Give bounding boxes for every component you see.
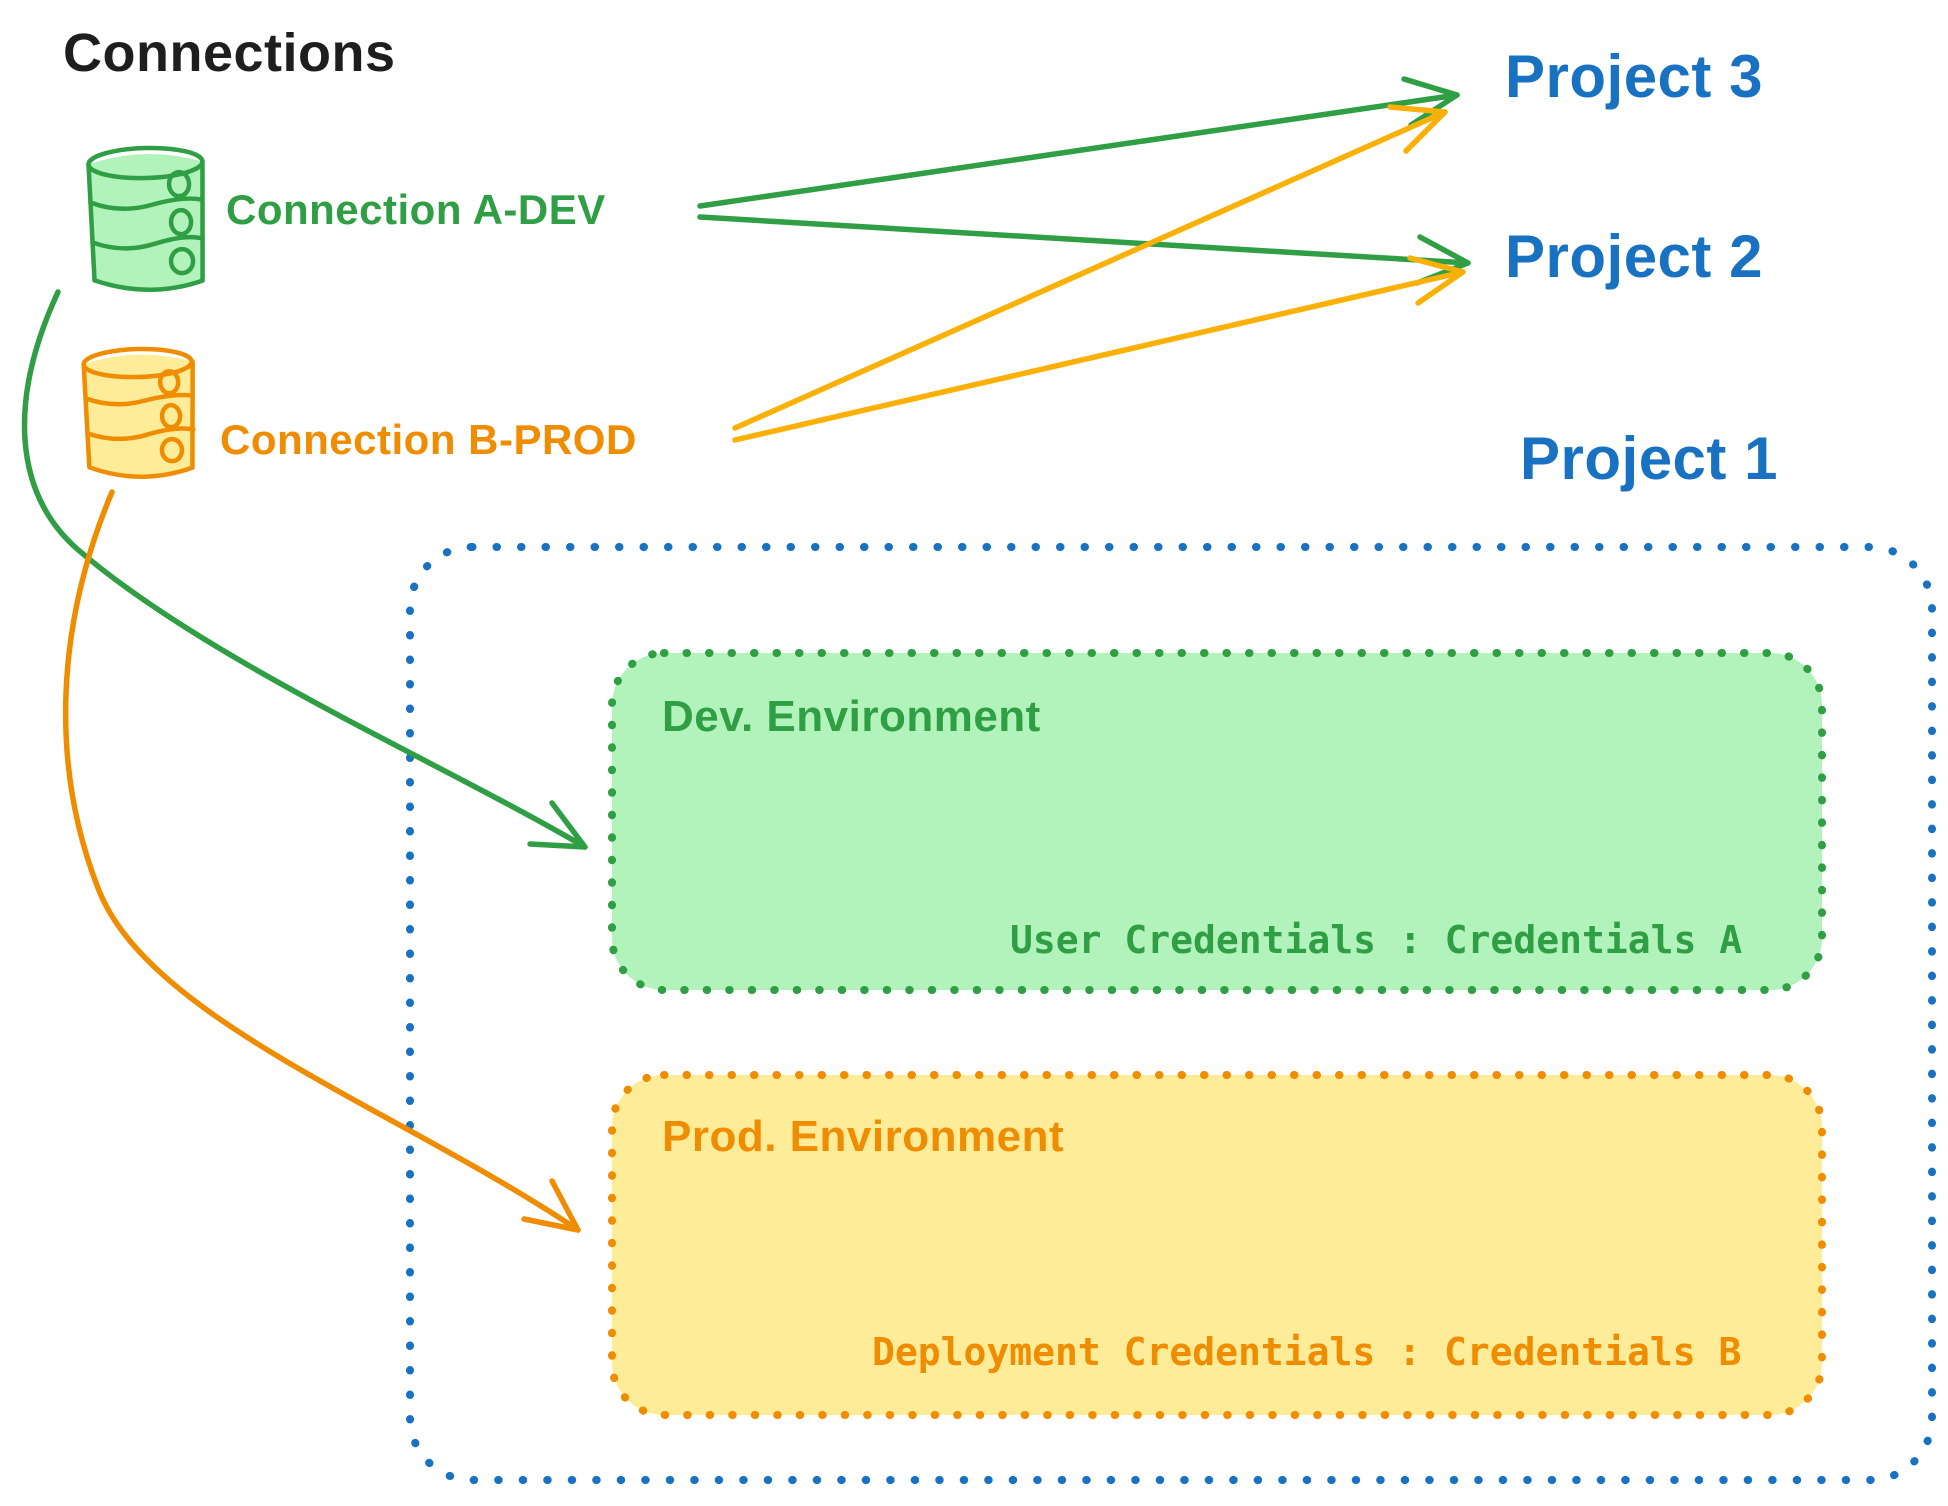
project-3-label: Project 3 <box>1505 43 1763 110</box>
prod-environment-box <box>608 1071 1826 1419</box>
database-icon-a-dev <box>86 145 205 292</box>
arrow-a-dev-to-project-3 <box>697 76 1460 209</box>
prod-environment-credentials: Deployment Credentials : Credentials B <box>872 1330 1742 1374</box>
arrow-b-prod-to-prod-environment <box>62 489 581 1233</box>
dev-environment-title: Dev. Environment <box>662 692 1041 741</box>
connection-a-dev-label: Connection A-DEV <box>226 186 606 233</box>
arrow-a-dev-to-dev-environment <box>21 289 588 850</box>
project-1-label: Project 1 <box>1520 425 1778 492</box>
page-title: Connections <box>63 23 396 83</box>
dev-environment-credentials: User Credentials : Credentials A <box>1010 918 1743 962</box>
connection-b-prod-label: Connection B-PROD <box>220 416 637 463</box>
database-icon-b-prod <box>81 346 196 479</box>
arrow-b-prod-to-project-2 <box>732 255 1466 443</box>
prod-environment-title: Prod. Environment <box>662 1112 1065 1161</box>
project-2-label: Project 2 <box>1505 223 1763 290</box>
dev-environment-box <box>608 649 1826 994</box>
arrow-b-prod-to-project-3 <box>732 104 1448 431</box>
